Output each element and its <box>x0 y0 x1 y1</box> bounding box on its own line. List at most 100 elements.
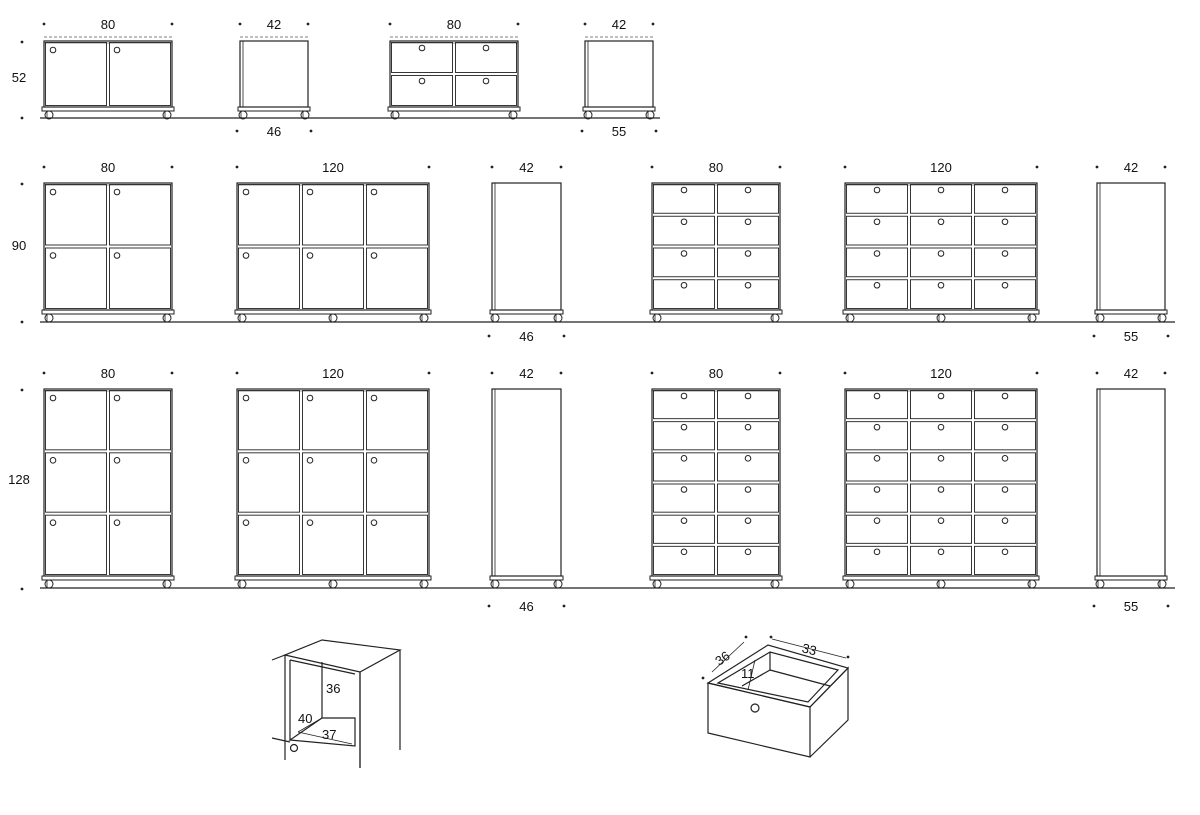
width-label: 80 <box>447 17 461 32</box>
drawer-knob-icon <box>937 517 945 524</box>
drawer-dim-dot <box>769 635 773 639</box>
drawer-knob-icon <box>680 250 688 257</box>
drawer-knob-icon <box>1001 455 1009 462</box>
cabinet-door <box>45 184 107 246</box>
dimension-dot <box>580 129 584 133</box>
caster-wheel-icon <box>44 110 54 120</box>
cabinet-drawer <box>910 545 972 575</box>
width-label: 120 <box>930 160 952 175</box>
cabinet-drawer <box>653 483 715 513</box>
dimension-dot <box>170 22 174 26</box>
dimension-dot <box>778 165 782 169</box>
door-knob-icon <box>113 394 121 402</box>
cabinet-door <box>238 184 300 246</box>
cabinet-drawer <box>653 247 715 278</box>
cabinet-drawers: 80 <box>649 366 783 589</box>
caster-wheel-icon <box>237 313 247 323</box>
dimension-dot <box>388 22 392 26</box>
cabinet-drawer <box>455 75 517 106</box>
depth-label: 46 <box>267 124 281 139</box>
drawer-knob-icon <box>937 423 945 431</box>
cabinet-drawer <box>717 514 779 544</box>
cabinet-drawer <box>910 452 972 482</box>
door-knob-icon <box>242 457 250 464</box>
dimension-dot <box>42 22 46 26</box>
door-knob-icon <box>113 457 121 464</box>
drawer-inner-rim <box>716 651 840 703</box>
cabinet-drawers: 80 <box>387 17 521 120</box>
drawer-knob-icon <box>482 77 490 85</box>
cabinet-drawer <box>910 215 972 246</box>
drawer-dim-dot <box>846 655 850 659</box>
cabinet-drawer <box>653 452 715 482</box>
caster-wheel-icon <box>508 110 518 120</box>
drawer-dim-dots <box>701 635 850 680</box>
compartment-base-left <box>271 737 291 743</box>
door-knob-icon <box>306 394 314 402</box>
width-label: 80 <box>709 160 723 175</box>
caster-wheel-icon <box>328 579 338 589</box>
caster-wheel-icon <box>490 313 500 323</box>
dimension-dot <box>562 604 566 608</box>
dimension-dot <box>583 22 587 26</box>
cabinet-drawer <box>974 545 1036 575</box>
height-label: 52 <box>12 70 26 85</box>
cabinet-drawer <box>910 279 972 309</box>
dimension-dot <box>490 371 494 375</box>
compartment-height-label: 36 <box>326 681 340 696</box>
cabinet-drawer <box>846 279 908 309</box>
cabinet-door <box>302 184 364 246</box>
drawer-knob-icon <box>873 423 881 431</box>
drawer-knob-icon <box>750 703 760 713</box>
drawer-knob-icon <box>744 281 752 289</box>
cabinet-drawer <box>717 215 779 246</box>
dimension-dot <box>235 165 239 169</box>
caster-wheel-icon <box>553 579 563 589</box>
width-label: 80 <box>709 366 723 381</box>
dimension-dot <box>654 129 658 133</box>
cabinet-drawer <box>653 545 715 575</box>
drawer-knob-icon <box>744 186 752 194</box>
dimension-dot <box>235 371 239 375</box>
drawer-knob-icon <box>744 423 752 431</box>
cabinet-drawer <box>653 184 715 214</box>
cabinet-doors: 80 <box>41 17 175 120</box>
caster-wheel-icon <box>1027 313 1037 323</box>
dimension-dot <box>427 371 431 375</box>
door-knob-icon <box>306 519 314 526</box>
door-knob-icon <box>370 252 378 259</box>
dimension-dot <box>20 116 24 120</box>
compartment-shelf <box>288 717 356 747</box>
drawer-knob-icon <box>873 392 881 400</box>
drawer-inner-floor-left <box>741 669 771 687</box>
dimension-dot <box>309 129 313 133</box>
caster-wheel-icon <box>162 313 172 323</box>
caster-wheel-icon <box>237 579 247 589</box>
width-label: 42 <box>1124 160 1138 175</box>
cabinet-door <box>238 452 300 513</box>
cabinet-door <box>366 247 428 309</box>
width-label: 42 <box>519 160 533 175</box>
cabinet-frame <box>844 388 1038 577</box>
cabinet-frame <box>844 182 1038 311</box>
drawer-knob-icon <box>744 517 752 524</box>
cabinet-doors: 120 <box>234 366 432 589</box>
drawer-detail <box>706 638 850 758</box>
cabinet-door <box>302 247 364 309</box>
caster-wheel-icon <box>936 313 946 323</box>
dimension-dot <box>516 22 520 26</box>
door-knob-icon <box>242 188 250 196</box>
door-knob-icon <box>49 519 57 526</box>
drawer-knob-icon <box>1001 250 1009 257</box>
cabinet-door <box>238 514 300 575</box>
drawer-depth-dim <box>711 641 745 673</box>
drawer-knob-icon <box>744 392 752 400</box>
door-knob-icon <box>113 46 121 54</box>
door-knob-icon <box>49 252 57 259</box>
cabinet-drawer <box>974 215 1036 246</box>
cabinet-frame <box>236 388 430 577</box>
dimension-dot <box>1166 334 1170 338</box>
cabinet-drawer <box>717 279 779 309</box>
